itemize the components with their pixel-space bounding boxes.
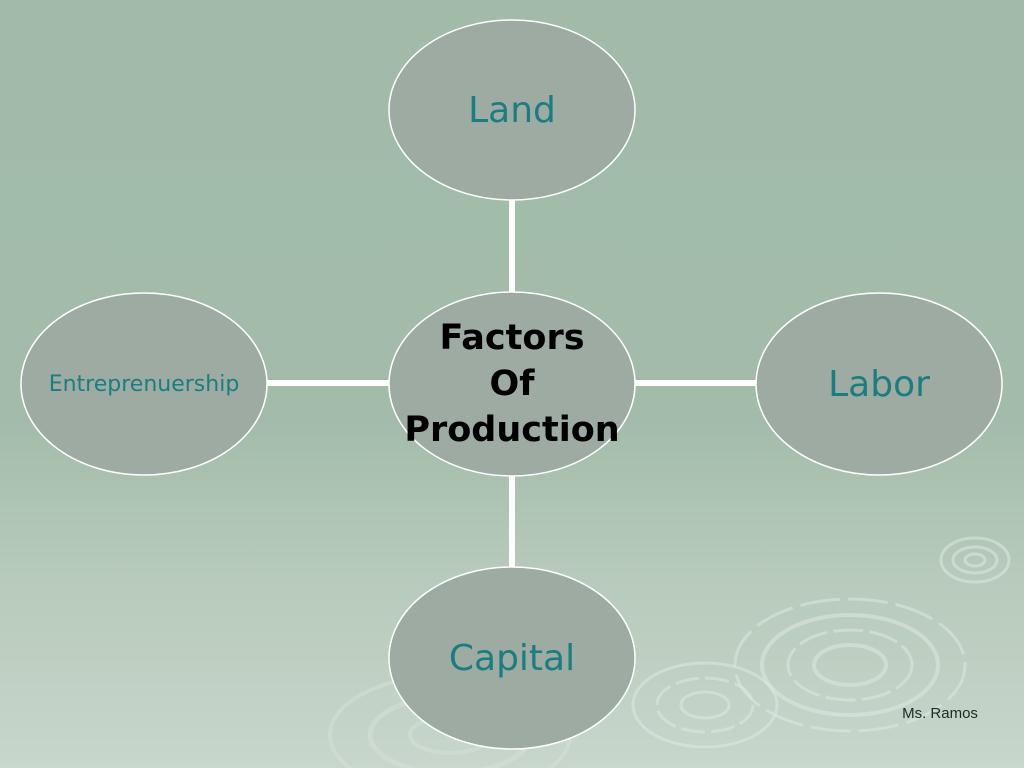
node-land: [388, 19, 636, 201]
nodes: [20, 19, 1003, 750]
node-entrepreneurship: [20, 292, 268, 476]
node-capital: [388, 566, 636, 750]
node-entrepreneurship-label: Entreprenuership: [48, 371, 240, 397]
node-labor: [755, 292, 1003, 476]
node-capital-label: Capital: [448, 637, 576, 679]
author-credit: Ms. Ramos: [902, 705, 978, 722]
connector-lines: [264, 195, 760, 570]
center-label: Factors Of Production: [402, 300, 622, 468]
center-label-line-2: Of: [489, 364, 535, 404]
node-land-label: Land: [468, 89, 556, 131]
node-labor-label: Labor: [828, 363, 930, 405]
node-center: [388, 291, 636, 477]
center-label-line-1: Factors: [439, 318, 585, 358]
center-label-line-3: Production: [404, 410, 620, 450]
